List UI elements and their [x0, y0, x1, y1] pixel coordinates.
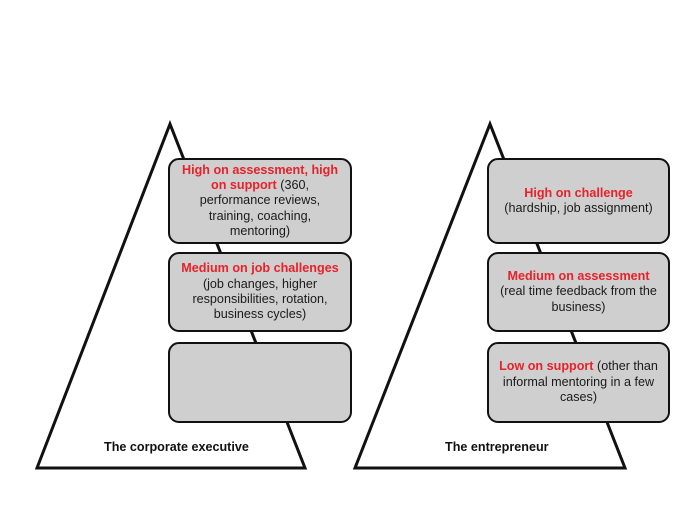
stage-box-corporate-2-rest: (job changes, higher responsibilities, r… — [192, 276, 328, 322]
stage-box-entrepreneur-3-lead: Low on support — [499, 359, 594, 374]
stage-box-corporate-2[interactable]: Medium on job challenges (job changes, h… — [168, 252, 352, 332]
stage-box-entrepreneur-2-rest: (real time feedback from the business) — [500, 284, 657, 314]
stage-box-entrepreneur-2[interactable]: Medium on assessment (real time feedback… — [487, 252, 670, 332]
stage-box-entrepreneur-1-rest: (hardship, job assignment) — [504, 201, 653, 215]
stage-box-entrepreneur-2-lead: Medium on assessment — [507, 268, 650, 283]
stage-box-corporate-1-lead: High on assessment, high on support — [181, 162, 339, 192]
pyramid-caption-corporate-executive: The corporate executive — [104, 440, 249, 454]
stage-box-entrepreneur-3[interactable]: Low on support (other than informal ment… — [487, 342, 670, 423]
stage-box-entrepreneur-1[interactable]: High on challenge (hardship, job assignm… — [487, 158, 670, 244]
stage-box-corporate-3[interactable] — [168, 342, 352, 423]
pyramid-caption-entrepreneur: The entrepreneur — [445, 440, 549, 454]
stage-box-corporate-1-text: High on assessment, high on support (360… — [179, 163, 341, 240]
stage-box-entrepreneur-2-text: Medium on assessment (real time feedback… — [498, 269, 659, 315]
stage-box-corporate-2-text: Medium on job challenges (job changes, h… — [179, 261, 341, 322]
stage-box-entrepreneur-3-rest: (other than informal mentoring in a few … — [502, 359, 658, 405]
stage-box-entrepreneur-1-text: High on challenge (hardship, job assignm… — [498, 186, 659, 217]
stage-box-corporate-1[interactable]: High on assessment, high on support (360… — [168, 158, 352, 244]
stage-box-corporate-1-rest: (360, performance reviews, training, coa… — [199, 177, 321, 239]
stage-box-entrepreneur-3-text: Low on support (other than informal ment… — [498, 359, 659, 405]
stage-box-entrepreneur-1-lead: High on challenge — [524, 185, 633, 200]
stage-box-corporate-2-lead: Medium on job challenges — [181, 261, 339, 276]
